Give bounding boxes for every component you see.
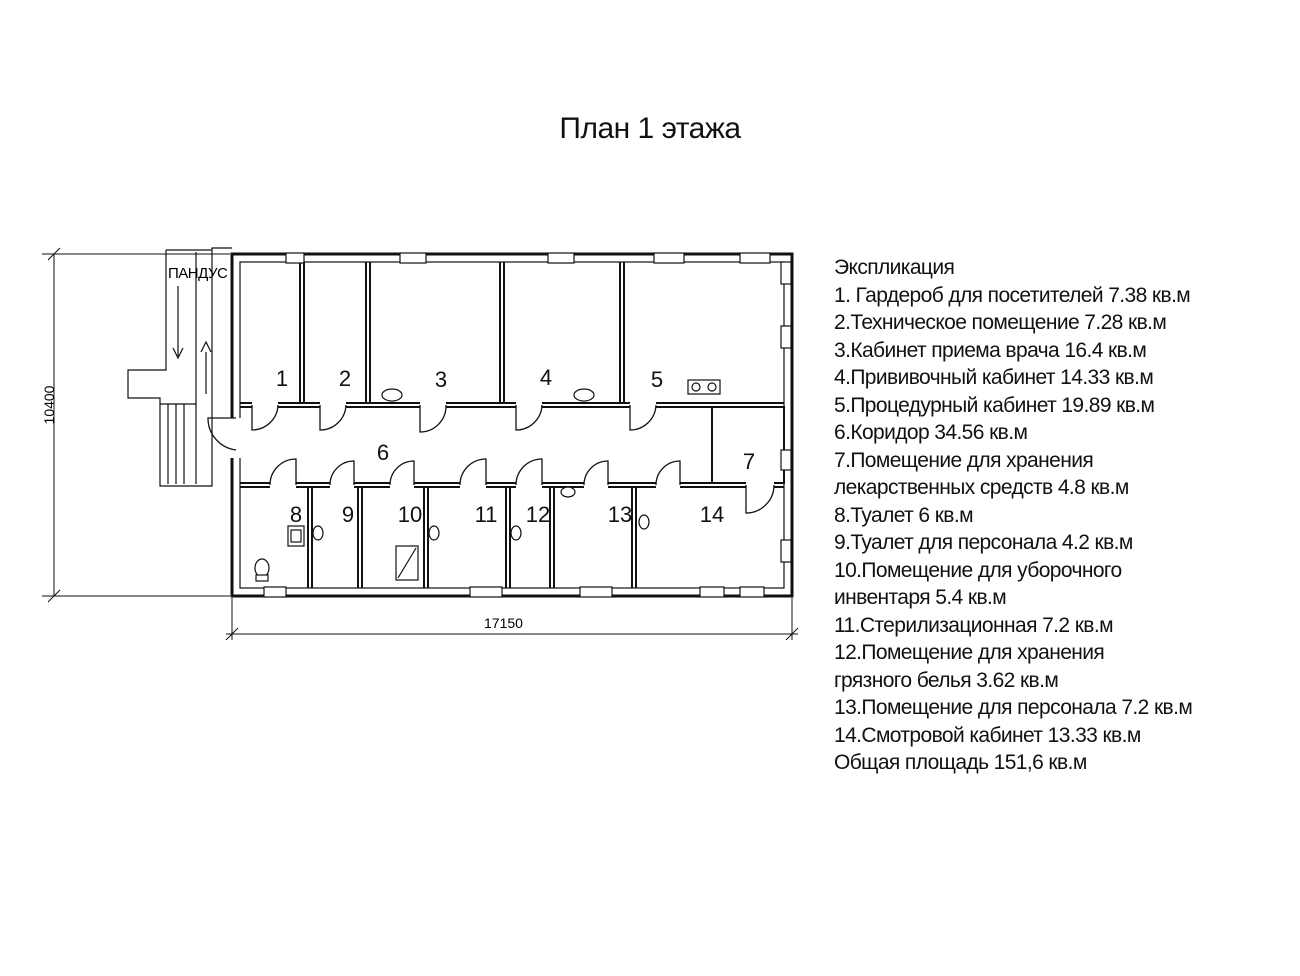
room-label-5: 5 xyxy=(651,367,663,392)
legend-line: грязного белья 3.62 кв.м xyxy=(834,668,1059,692)
dimension-width: 17150 xyxy=(484,615,523,631)
room-label-8: 8 xyxy=(290,502,302,527)
legend-line: 3.Кабинет приема врача 16.4 кв.м xyxy=(834,338,1147,362)
room-label-3: 3 xyxy=(435,367,447,392)
legend-line: 2.Техническое помещение 7.28 кв.м xyxy=(834,311,1167,334)
room-label-4: 4 xyxy=(540,365,552,390)
room-label-12: 12 xyxy=(526,502,550,527)
legend-line: 7.Помещение для хранения xyxy=(834,448,1094,472)
legend-line: 14.Смотровой кабинет 13.33 кв.м xyxy=(834,723,1141,747)
room-label-10: 10 xyxy=(398,502,422,527)
explication-legend: Экспликация 1. Гардероб для посетителей … xyxy=(834,254,1193,777)
room-label-2: 2 xyxy=(339,366,351,391)
room-label-1: 1 xyxy=(276,366,288,391)
room-label-6: 6 xyxy=(377,440,389,465)
legend-line: 5.Процедурный кабинет 19.89 кв.м xyxy=(834,393,1155,417)
page-title: План 1 этажа xyxy=(559,112,741,145)
legend-line: 13.Помещение для персонала 7.2 кв.м xyxy=(834,696,1193,719)
legend-total: Общая площадь 151,6 кв.м xyxy=(834,751,1087,774)
room-label-9: 9 xyxy=(342,502,354,527)
legend-line: 10.Помещение для уборочного xyxy=(834,558,1122,582)
legend-line: 8.Туалет 6 кв.м xyxy=(834,503,974,527)
legend-heading: Экспликация xyxy=(834,256,955,279)
legend-line: 4.Прививочный кабинет 14.33 кв.м xyxy=(834,366,1154,389)
legend-line: 1. Гардероб для посетителей 7.38 кв.м xyxy=(834,283,1191,307)
legend-line: 9.Туалет для персонала 4.2 кв.м xyxy=(834,531,1133,554)
room-label-14: 14 xyxy=(700,502,724,527)
legend-line: лекарственных средств 4.8 кв.м xyxy=(834,476,1129,499)
dimension-height: 10400 xyxy=(41,385,57,424)
legend-line: инвентаря 5.4 кв.м xyxy=(834,586,1007,609)
room-label-7: 7 xyxy=(743,449,755,474)
legend-line: 6.Коридор 34.56 кв.м xyxy=(834,421,1028,444)
room-label-11: 11 xyxy=(475,502,498,527)
room-label-13: 13 xyxy=(608,502,632,527)
legend-line: 12.Помещение для хранения xyxy=(834,641,1105,664)
legend-line: 11.Стерилизационная 7.2 кв.м xyxy=(834,613,1114,637)
ramp-label: ПАНДУС xyxy=(168,265,228,282)
